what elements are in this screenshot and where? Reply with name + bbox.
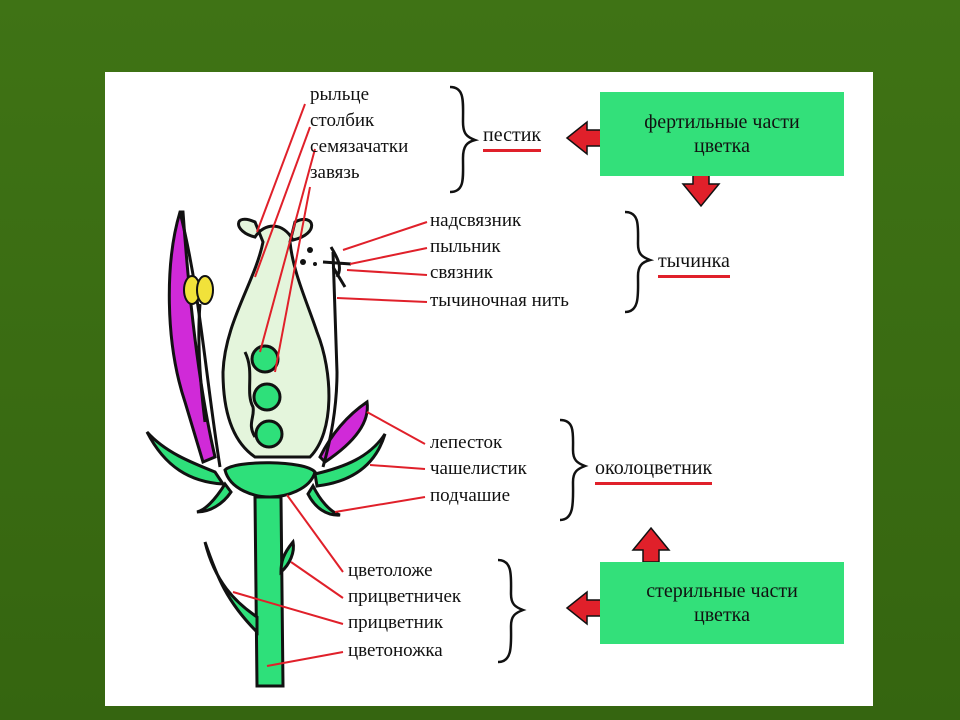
ovule-2 xyxy=(252,382,282,412)
fertile-parts-box: фертильные части цветка xyxy=(600,92,844,176)
arrow-up-sterile xyxy=(631,526,671,563)
anther-left-b xyxy=(196,275,214,305)
label-epicalyx: подчашие xyxy=(430,485,511,506)
group-pistil: пестик xyxy=(483,124,542,152)
ovule-1 xyxy=(250,344,280,374)
group-perianth: околоцветник xyxy=(595,457,713,485)
bracteole xyxy=(279,538,295,576)
label-ovary: завязь xyxy=(310,162,360,183)
sterile-parts-box: стерильные части цветка xyxy=(600,562,844,644)
label-bract: прицветник xyxy=(348,612,444,633)
label-style: столбик xyxy=(310,110,375,131)
anther-right xyxy=(322,246,352,288)
pedicel xyxy=(253,495,285,688)
filament-left xyxy=(197,303,207,423)
bract xyxy=(203,541,259,636)
group-stamen: тычинка xyxy=(658,250,730,278)
receptacle xyxy=(223,461,317,499)
label-bracteole: прицветничек xyxy=(348,586,462,607)
sepal-right-outline xyxy=(321,251,339,468)
sterile-box-line2: цветка xyxy=(694,604,750,626)
ovule-stalks xyxy=(243,351,257,438)
fertile-box-line2: цветка xyxy=(694,135,750,157)
petal-left xyxy=(167,210,217,465)
label-pedicel: цветоножка xyxy=(348,640,443,661)
leader-lines xyxy=(232,103,428,667)
fertile-box-line1: фертильные части xyxy=(644,111,800,133)
label-anther: пыльник xyxy=(430,236,501,257)
flower-structure-diagram xyxy=(145,85,721,688)
arrow-left-sterile xyxy=(565,590,602,626)
epicalyx-right xyxy=(306,482,341,517)
slide-panel: рыльце столбик семязачатки завязь пестик… xyxy=(105,72,873,706)
arrows xyxy=(565,120,721,626)
sepal-right xyxy=(313,433,387,488)
label-filament: тычиночная нить xyxy=(430,290,569,311)
label-ovules: семязачатки xyxy=(310,136,409,157)
label-connective: связник xyxy=(430,262,493,283)
label-stigma: рыльце xyxy=(310,84,370,105)
ovule-3 xyxy=(254,419,284,449)
sepal-left-outline xyxy=(178,211,222,468)
epicalyx-left xyxy=(196,481,233,514)
label-connective-tip: надсвязник xyxy=(430,210,522,231)
label-petal: лепесток xyxy=(430,432,503,453)
arrow-left-fertile xyxy=(565,120,602,156)
sepal-left xyxy=(145,430,226,486)
sterile-box-line1: стерильные части xyxy=(646,580,798,602)
label-sepal: чашелистик xyxy=(430,458,527,479)
braces xyxy=(449,85,655,664)
label-receptacle: цветоложе xyxy=(348,560,433,581)
